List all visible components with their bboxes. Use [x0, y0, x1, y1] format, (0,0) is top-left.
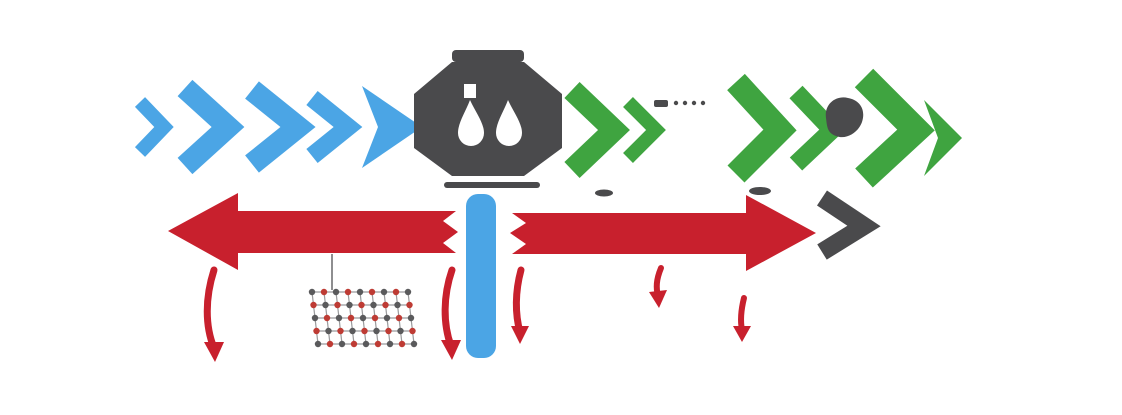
lattice-atom — [313, 327, 320, 335]
red-down-arrow-1-shaft — [203, 266, 218, 352]
green-chevron-1 — [564, 82, 630, 178]
lattice-atom — [371, 314, 379, 322]
red-down-arrow-5-shaft — [737, 295, 747, 333]
green-chevron-2 — [623, 97, 666, 163]
droplet-right-icon — [496, 100, 522, 146]
green-chevron-5 — [854, 68, 935, 188]
blue-chevron-2 — [177, 79, 245, 175]
lattice-atom — [356, 288, 364, 296]
ground-shadow-left — [595, 189, 613, 197]
lattice-atom — [394, 301, 401, 309]
lattice-atom — [410, 340, 418, 348]
red-down-arrow-1-head — [204, 342, 224, 362]
red-down-arrow-4-head — [649, 290, 667, 308]
red-down-arrow-3-shaft — [512, 266, 525, 336]
minus-dash-icon — [654, 100, 668, 107]
lattice-atom — [392, 288, 400, 296]
lattice-atom — [373, 327, 380, 335]
lattice-atom — [320, 288, 328, 296]
lattice-atom — [347, 314, 355, 322]
mineral-blob-icon — [825, 97, 864, 138]
lattice-atom — [362, 340, 370, 348]
lattice-atom — [308, 288, 316, 296]
lattice-atom — [326, 340, 334, 348]
lattice-atom — [337, 327, 344, 335]
green-chevron-3 — [727, 73, 797, 183]
lattice-atom — [361, 327, 368, 335]
reactor-body — [414, 62, 562, 176]
reactor-vessel — [414, 50, 562, 188]
dot-2 — [682, 100, 688, 106]
lattice-atom — [346, 301, 353, 309]
dot-1 — [673, 100, 679, 106]
blue-chevron-1 — [134, 97, 174, 157]
ground-shadow-right — [749, 187, 771, 195]
lattice-atom — [397, 327, 404, 335]
dark-chevron — [817, 190, 881, 260]
dash-dot-annotation — [654, 100, 706, 107]
lattice-atom — [404, 288, 412, 296]
red-down-arrows — [203, 265, 751, 362]
crystal-lattice — [308, 288, 418, 348]
lattice-atom — [386, 340, 394, 348]
reactor-base-line — [444, 182, 540, 188]
red-down-arrow-2-head — [441, 340, 461, 360]
blue-chevron-3 — [245, 81, 316, 173]
lattice-atom — [311, 314, 319, 322]
red-right-arrow — [510, 195, 816, 271]
lattice-atom — [335, 314, 343, 322]
blue-flow-arrows — [134, 79, 422, 175]
lattice-atom — [322, 301, 329, 309]
red-flow-arrows — [168, 193, 816, 271]
blue-arrowhead-icon — [362, 86, 422, 168]
lattice-atom — [338, 340, 346, 348]
green-arrowhead-icon — [924, 100, 962, 176]
lattice-atom — [350, 340, 358, 348]
lattice-atom — [383, 314, 391, 322]
lattice-atom — [314, 340, 322, 348]
lattice-atom — [380, 288, 388, 296]
lattice-atom — [310, 301, 317, 309]
lattice-atom — [325, 327, 332, 335]
lattice-atom — [382, 301, 389, 309]
lattice-atom — [398, 340, 406, 348]
lattice-atom — [349, 327, 356, 335]
lattice-atom — [368, 288, 376, 296]
sample-vial-icon — [460, 80, 480, 102]
lattice-atom — [406, 301, 413, 309]
lattice-atom — [323, 314, 331, 322]
lattice-atom — [385, 327, 392, 335]
lattice-atom — [358, 301, 365, 309]
lattice-atom — [332, 288, 340, 296]
lattice-atom — [407, 314, 415, 322]
lattice-atom — [370, 301, 377, 309]
red-down-arrow-3-head — [511, 326, 529, 344]
blue-divider-bar — [466, 194, 496, 358]
lattice-atom — [374, 340, 382, 348]
blue-chevron-4 — [306, 90, 363, 164]
dot-3 — [691, 100, 697, 106]
lattice-atom — [344, 288, 352, 296]
reactor-cap — [452, 50, 524, 62]
green-flow-arrows — [564, 68, 962, 188]
lattice-atom — [334, 301, 341, 309]
droplet-left-icon — [458, 100, 484, 146]
lattice-atom — [359, 314, 367, 322]
green-chevron-4 — [789, 85, 845, 171]
dot-4 — [700, 100, 706, 106]
red-left-arrow — [168, 193, 458, 270]
lattice-atom — [409, 327, 416, 335]
red-down-arrow-5-head — [733, 326, 751, 342]
red-down-arrow-2-shaft — [441, 266, 456, 350]
lattice-atom — [395, 314, 403, 322]
